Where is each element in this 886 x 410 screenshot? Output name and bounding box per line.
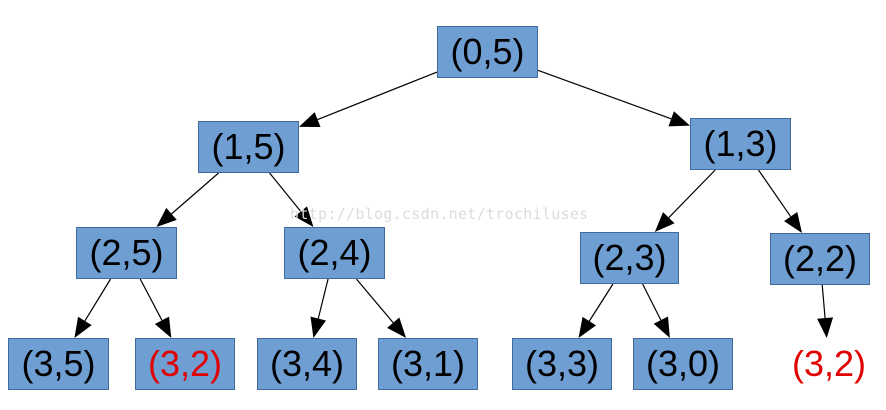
arrowhead-n4-n10 bbox=[387, 317, 407, 338]
tree-node-3-3: (3,3) bbox=[512, 338, 612, 390]
edge-n2-n5 bbox=[668, 169, 716, 219]
tree-node-3-4: (3,4) bbox=[257, 338, 357, 390]
edge-n1-n3 bbox=[171, 172, 219, 215]
tree-node-3-5: (3,5) bbox=[8, 338, 109, 390]
arrowhead-n4-n9 bbox=[310, 316, 327, 338]
arrowhead-n0-n1 bbox=[299, 112, 321, 127]
arrowhead-n1-n3 bbox=[156, 207, 177, 227]
edge-n4-n10 bbox=[355, 278, 394, 324]
arrowhead-n3-n8 bbox=[154, 316, 172, 338]
tree-node-3-0: (3,0) bbox=[633, 338, 733, 390]
tree-node-2-2: (2,2) bbox=[770, 233, 870, 285]
arrowhead-n6-n13 bbox=[817, 317, 834, 338]
edge-n0-n2 bbox=[537, 69, 672, 120]
arrowhead-n5-n11 bbox=[578, 316, 597, 338]
edge-n1-n4 bbox=[269, 172, 302, 212]
arrowhead-n5-n12 bbox=[653, 316, 670, 338]
edge-n6-n13 bbox=[821, 284, 826, 319]
watermark-text: http://blog.csdn.net/trochiluses bbox=[290, 205, 589, 223]
tree-node-1-5: (1,5) bbox=[198, 121, 299, 173]
edge-n0-n1 bbox=[317, 71, 438, 121]
arrowhead-n0-n2 bbox=[668, 111, 690, 127]
edge-n2-n6 bbox=[757, 169, 792, 217]
tree-node-3-2-left: (3,2) bbox=[135, 338, 235, 390]
tree-node-3-2-right: (3,2) bbox=[791, 343, 867, 384]
tree-node-2-5: (2,5) bbox=[76, 227, 177, 279]
tree-node-1-3: (1,3) bbox=[690, 118, 791, 170]
tree-node-0-5: (0,5) bbox=[437, 26, 538, 78]
edge-n3-n8 bbox=[139, 278, 163, 321]
arrowhead-n3-n7 bbox=[74, 316, 92, 338]
tree-node-2-4: (2,4) bbox=[284, 227, 385, 279]
arrowhead-n2-n6 bbox=[784, 211, 803, 233]
edge-n5-n12 bbox=[642, 283, 662, 321]
tree-node-3-1: (3,1) bbox=[378, 338, 478, 390]
arrowhead-n1-n4 bbox=[294, 206, 314, 227]
arrowhead-n2-n5 bbox=[654, 212, 675, 232]
edge-n5-n11 bbox=[588, 283, 614, 322]
tree-node-2-3: (2,3) bbox=[580, 232, 679, 284]
edge-n3-n7 bbox=[84, 278, 112, 322]
edge-n4-n9 bbox=[317, 278, 329, 319]
